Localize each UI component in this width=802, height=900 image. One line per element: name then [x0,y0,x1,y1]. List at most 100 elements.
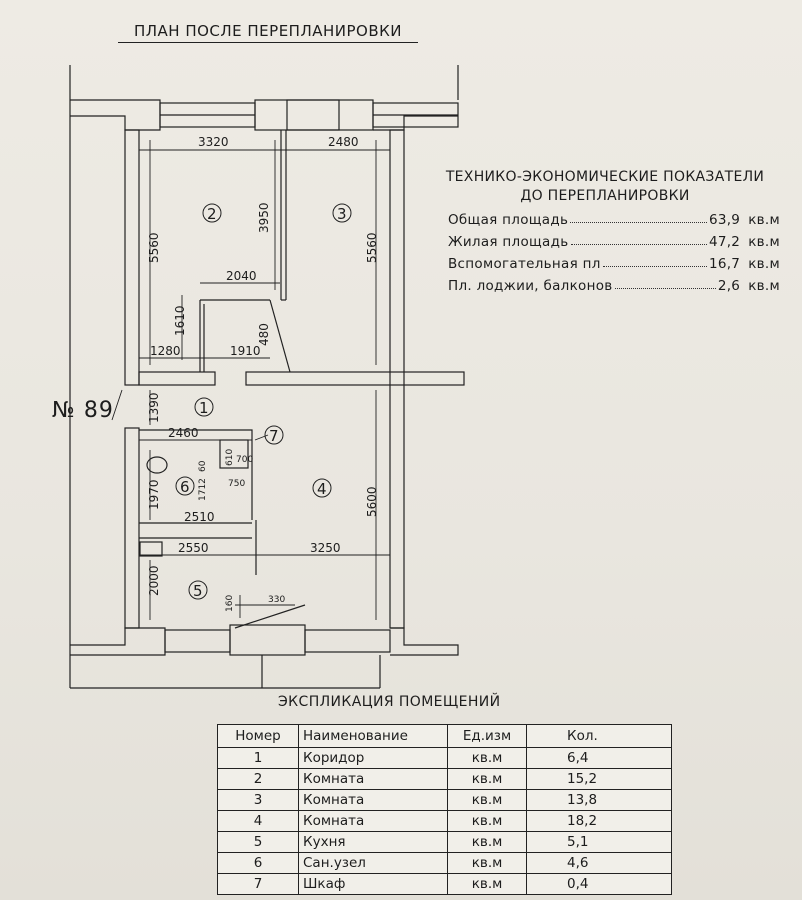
cell-quantity: 6,4 [526,747,672,769]
room-number-2: 2 [207,205,217,223]
stat-row-total: Общая площадь 63,9 кв.м [430,212,780,228]
dim-480: 480 [257,323,271,346]
table-row: 3 Комната кв.м 13,8 [217,789,672,811]
explication-table: Номер Наименование Ед.изм Кол. 1 Коридор… [217,724,672,895]
dim-5560-right: 5560 [365,232,379,263]
cell-name: Сан.узел [298,852,448,874]
explication-title: ЭКСПЛИКАЦИЯ ПОМЕЩЕНИЙ [278,694,501,710]
dim-160: 160 [225,595,235,612]
dim-1610: 1610 [173,305,187,336]
stat-leader-dots [614,278,716,289]
dim-1970: 1970 [147,479,161,510]
stat-label: Пл. лоджии, балконов [448,278,613,294]
cell-unit: кв.м [447,747,527,769]
stat-value: 16,7 [708,256,741,272]
cell-name: Шкаф [298,873,448,895]
stat-unit: кв.м [748,212,780,228]
room-number-6: 6 [180,478,190,496]
header-unit: Ед.изм [447,724,527,748]
cell-number: 5 [217,831,299,853]
dim-1910: 1910 [230,344,261,358]
right-wall [389,129,405,629]
stat-row-living: Жилая площадь 47,2 кв.м [430,234,780,250]
stat-label: Жилая площадь [448,234,569,250]
cell-number: 7 [217,873,299,895]
table-header-row: Номер Наименование Ед.изм Кол. [217,724,672,748]
room-number-4: 4 [317,480,327,498]
dim-5600: 5600 [365,486,379,517]
cell-quantity: 5,1 [526,831,672,853]
dim-3950: 3950 [257,202,271,233]
dim-3320: 3320 [198,135,229,149]
dim-1712: 1712 [198,478,208,501]
stat-unit: кв.м [748,278,780,294]
cell-unit: кв.м [447,852,527,874]
table-row: 4 Комната кв.м 18,2 [217,810,672,832]
dim-330: 330 [268,595,285,605]
plan-title: ПЛАН ПОСЛЕ ПЕРЕПЛАНИРОВКИ [118,22,418,43]
cell-number: 1 [217,747,299,769]
dim-2510: 2510 [184,510,215,524]
header-quantity: Кол. [526,724,672,748]
dimension-lines [111,140,390,620]
bathroom-partitions [139,299,270,575]
dim-2480: 2480 [328,135,359,149]
partition-2-3 [269,130,291,373]
dim-1280: 1280 [150,344,181,358]
cell-unit: кв.м [447,810,527,832]
table-row: 2 Комната кв.м 15,2 [217,768,672,790]
cell-number: 6 [217,852,299,874]
cell-quantity: 4,6 [526,852,672,874]
cell-name: Комната [298,768,448,790]
stats-title-line1: ТЕХНИКО-ЭКОНОМИЧЕСКИЕ ПОКАЗАТЕЛИ [445,169,765,185]
header-number: Номер [217,724,299,748]
cell-quantity: 13,8 [526,789,672,811]
stat-value: 47,2 [708,234,741,250]
cell-name: Коридор [298,747,448,769]
dim-5560-left: 5560 [147,232,161,263]
stat-leader-dots [602,256,707,267]
table-row: 5 Кухня кв.м 5,1 [217,831,672,853]
stat-row-auxiliary: Вспомогательная пл 16,7 кв.м [430,256,780,272]
dim-610: 610 [225,449,235,466]
room-markers: 2 3 1 7 6 4 5 [175,203,352,600]
top-wall [70,99,459,131]
table-row: 6 Сан.узел кв.м 4,6 [217,852,672,874]
cell-quantity: 18,2 [526,810,672,832]
dim-2000: 2000 [147,565,161,596]
cell-unit: кв.м [447,789,527,811]
cell-number: 3 [217,789,299,811]
header-name: Наименование [298,724,448,748]
stat-row-balcony: Пл. лоджии, балконов 2,6 кв.м [430,278,780,294]
bottom-wall [70,604,459,688]
technical-indicators: ТЕХНИКО-ЭКОНОМИЧЕСКИЕ ПОКАЗАТЕЛИ ДО ПЕРЕ… [430,168,780,294]
stat-label: Общая площадь [448,212,569,228]
room-number-7: 7 [269,427,279,445]
cell-quantity: 15,2 [526,768,672,790]
dim-2460: 2460 [168,426,199,440]
dim-2550: 2550 [178,541,209,555]
cell-unit: кв.м [447,831,527,853]
room-number-5: 5 [193,582,203,600]
dim-1390: 1390 [147,392,161,423]
dim-60: 60 [198,460,208,472]
table-row: 1 Коридор кв.м 6,4 [217,747,672,769]
cell-number: 4 [217,810,299,832]
stat-value: 63,9 [708,212,741,228]
stat-value: 2,6 [717,278,741,294]
cell-number: 2 [217,768,299,790]
cell-quantity: 0,4 [526,873,672,895]
stat-unit: кв.м [748,256,780,272]
room-number-1: 1 [199,399,209,417]
cell-name: Комната [298,789,448,811]
middle-wall [138,371,465,386]
apartment-number: № 89 [52,398,114,423]
dim-750: 750 [228,479,245,489]
stats-title-line2: ДО ПЕРЕПЛАНИРОВКИ [520,188,690,204]
table-row: 7 Шкаф кв.м 0,4 [217,873,672,895]
dim-700: 700 [236,455,253,465]
left-wall [124,129,140,629]
dim-3250: 3250 [310,541,341,555]
stat-leader-dots [570,234,707,245]
